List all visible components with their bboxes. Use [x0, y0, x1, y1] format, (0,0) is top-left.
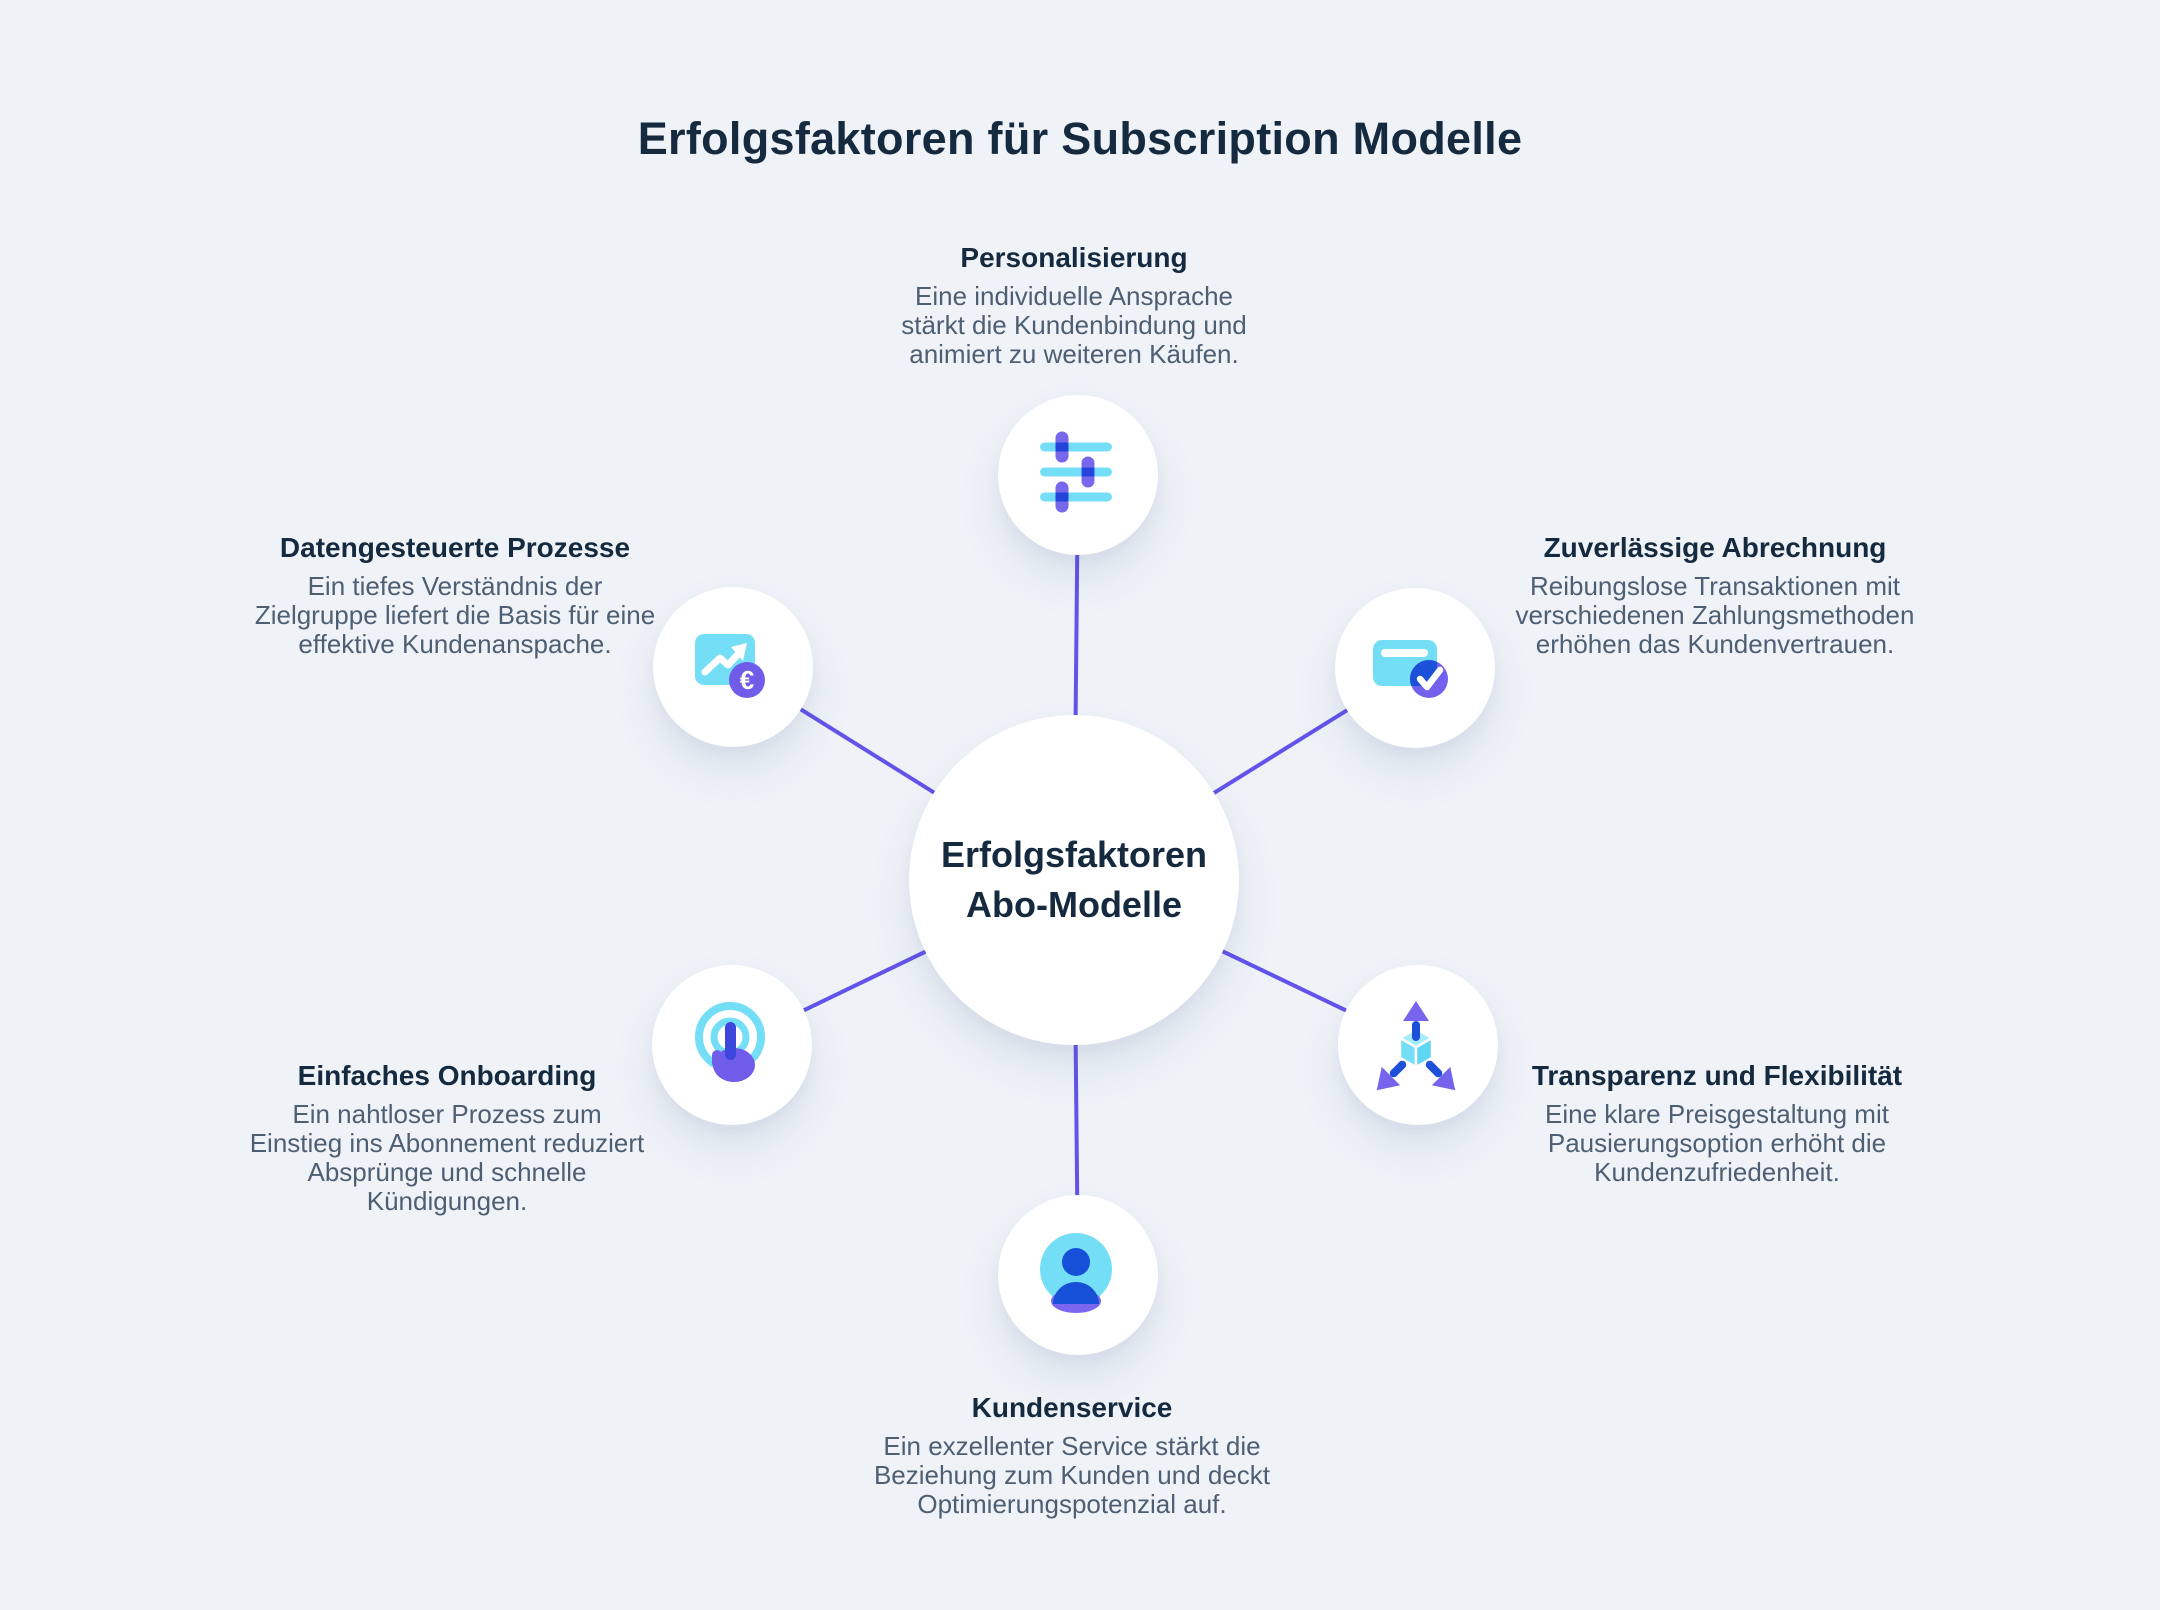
node-zuverlaessige-abrechnung: Zuverlässige Abrechnung Reibungslose Tra… — [1455, 530, 1975, 659]
sliders-icon — [1040, 431, 1112, 513]
page-title: Erfolgsfaktoren für Subscription Modelle — [637, 113, 1523, 164]
center-hub-label: Erfolgsfaktoren Abo-Modelle — [940, 834, 1208, 925]
tap-icon — [695, 1002, 765, 1082]
icon-circle-transparenz-flexibilitaet — [1338, 965, 1498, 1125]
card-check-icon — [1373, 640, 1448, 698]
center-hub: Erfolgsfaktoren Abo-Modelle — [909, 715, 1239, 1045]
node-title: Datengesteuerte Prozesse — [279, 532, 631, 563]
node-description: Ein nahtloser Prozess zum Einstieg ins A… — [249, 1099, 645, 1216]
node-description: Eine individuelle Ansprache stärkt die K… — [901, 281, 1247, 369]
node-title: Personalisierung — [960, 242, 1188, 273]
node-title: Kundenservice — [971, 1392, 1173, 1423]
cube-arrows-icon — [1368, 1001, 1465, 1095]
node-description: Eine klare Preisgestaltung mit Pausierun… — [1545, 1099, 1889, 1187]
node-datengesteuerte-prozesse: Datengesteuerte Prozesse Ein tiefes Vers… — [195, 530, 715, 659]
node-personalisierung: Personalisierung Eine individuelle Anspr… — [862, 240, 1286, 369]
icon-circle-kundenservice — [998, 1195, 1158, 1355]
node-title: Transparenz und Flexibilität — [1531, 1060, 1903, 1091]
chart-euro-icon: € — [695, 634, 765, 698]
node-einfaches-onboarding: Einfaches Onboarding Ein nahtloser Proze… — [187, 1058, 707, 1216]
node-description: Ein tiefes Verständnis der Zielgruppe li… — [254, 571, 656, 659]
node-description: Ein exzellenter Service stärkt die Bezie… — [873, 1431, 1271, 1519]
node-description: Reibungslose Transaktionen mit verschied… — [1515, 571, 1915, 659]
node-kundenservice: Kundenservice Ein exzellenter Service st… — [832, 1390, 1312, 1519]
node-title: Zuverlässige Abrechnung — [1543, 532, 1887, 563]
icon-circle-zuverlaessige-abrechnung — [1335, 588, 1495, 748]
node-title: Einfaches Onboarding — [297, 1060, 597, 1091]
icon-circle-datengesteuerte-prozesse: € — [653, 587, 813, 747]
icon-circle-personalisierung — [998, 395, 1158, 555]
person-icon — [1040, 1233, 1112, 1313]
node-transparenz-flexibilitaet: Transparenz und Flexibilität Eine klare … — [1457, 1058, 1977, 1187]
icon-circle-einfaches-onboarding — [652, 965, 812, 1125]
svg-text:€: € — [740, 665, 754, 695]
